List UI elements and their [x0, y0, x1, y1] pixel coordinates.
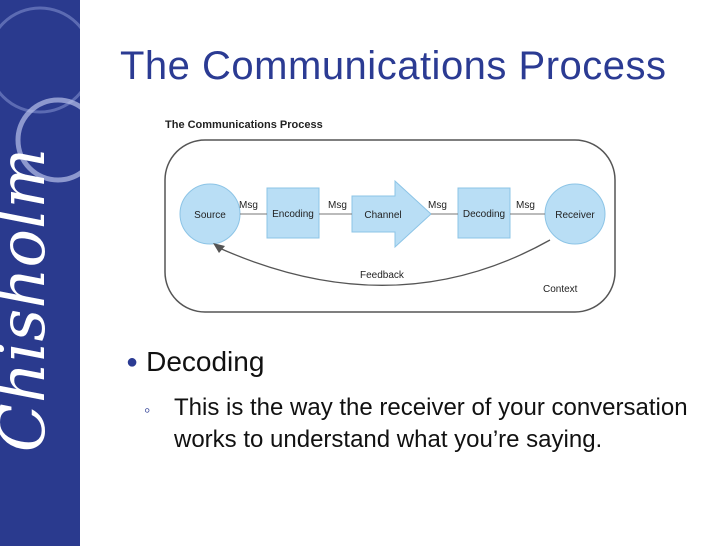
channel-arrow — [351, 179, 432, 249]
encoding-node — [266, 187, 320, 239]
bullet-dot-icon: ● — [126, 351, 139, 373]
feedback-curve — [216, 239, 551, 286]
bullet-text: Decoding — [146, 346, 265, 377]
channel-label: Channel — [364, 210, 401, 221]
sidebar-logo-text: Chisholm — [0, 148, 60, 452]
sidebar-decoration: Chisholm — [0, 0, 80, 546]
sidebar-art: Chisholm — [0, 6, 80, 452]
sub-bullet: ◦ This is the way the receiver of your c… — [144, 392, 688, 456]
msg-label: Msg — [516, 200, 535, 211]
bullet-ring-icon: ◦ — [144, 400, 151, 420]
communications-diagram: The Communications Process Source Encodi… — [164, 119, 616, 313]
decoding-node — [457, 187, 511, 239]
msg-label: Msg — [428, 200, 447, 211]
feedback-label: Feedback — [360, 270, 405, 281]
decoding-label: Decoding — [463, 209, 505, 220]
msg-label: Msg — [328, 200, 347, 211]
diagram-caption: The Communications Process — [165, 119, 323, 131]
context-label: Context — [543, 284, 578, 295]
source-label: Source — [194, 210, 226, 221]
bullet-decoding: ● Decoding — [126, 346, 264, 378]
feedback-arrowhead — [213, 243, 225, 253]
slide-title: The Communications Process — [120, 44, 667, 88]
context-boundary — [164, 139, 616, 313]
msg-label: Msg — [239, 200, 258, 211]
encoding-label: Encoding — [272, 209, 314, 220]
receiver-label: Receiver — [555, 210, 595, 221]
sub-bullet-text: This is the way the receiver of your con… — [174, 394, 688, 453]
